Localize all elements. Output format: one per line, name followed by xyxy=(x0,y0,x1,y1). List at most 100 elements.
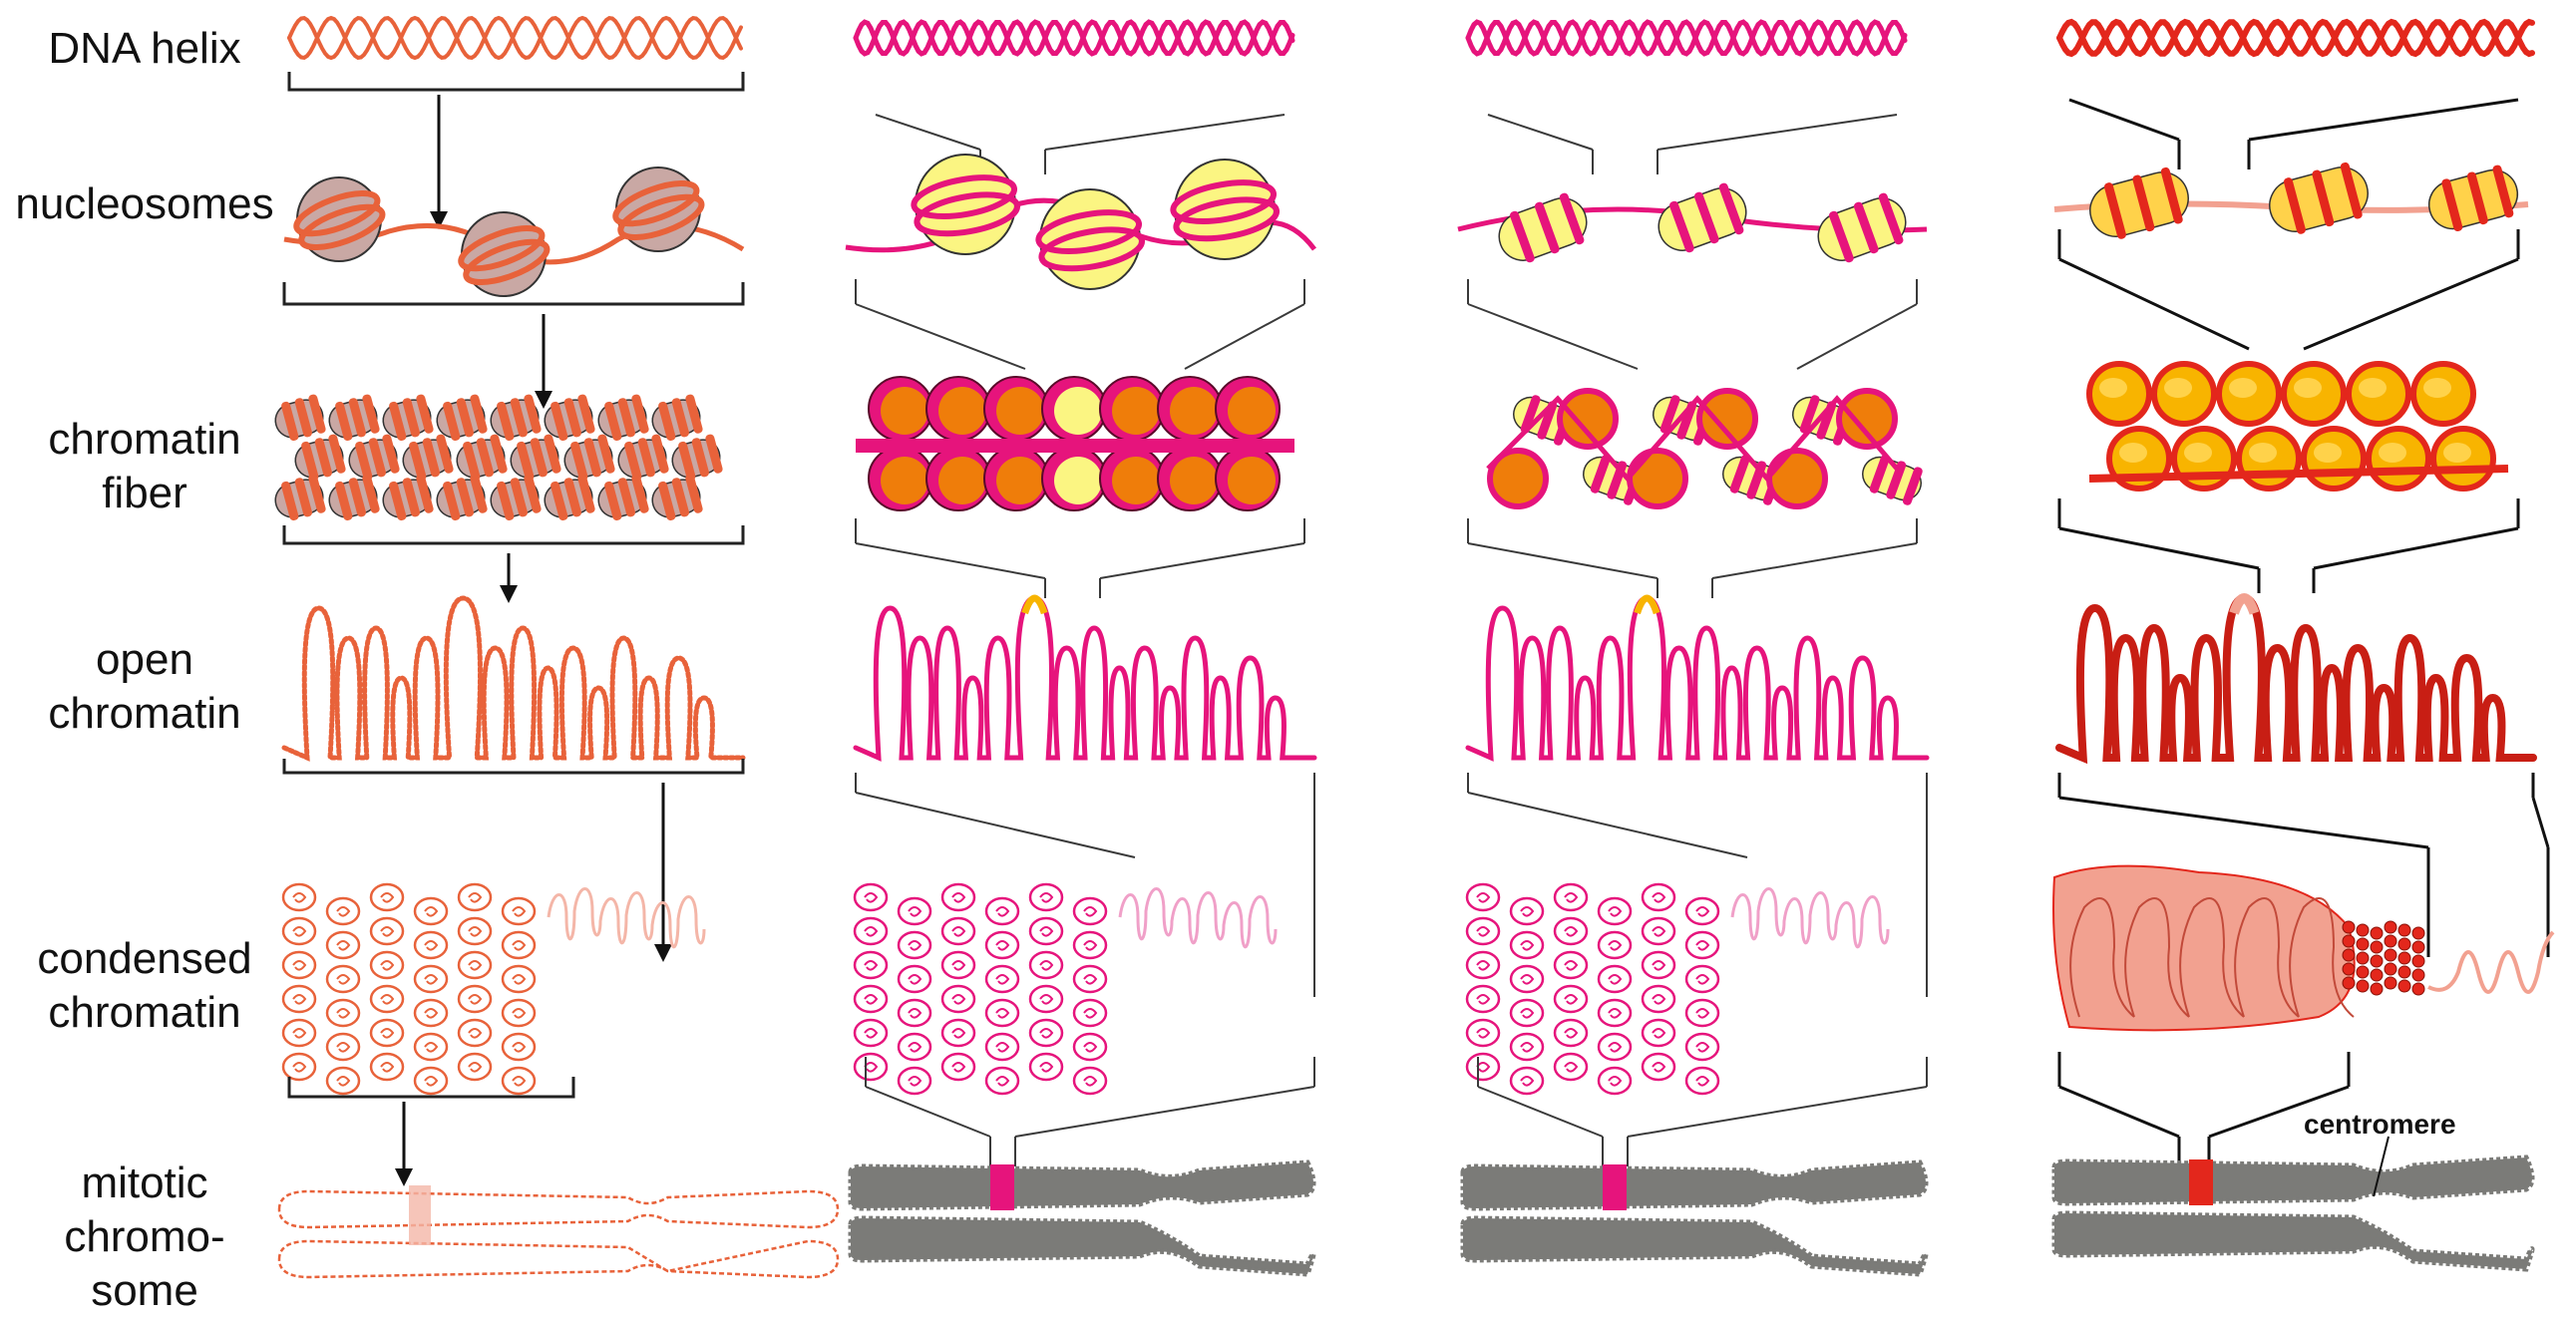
histone-core xyxy=(1170,457,1218,504)
chromatin-coil xyxy=(293,1063,305,1072)
fiber-bead xyxy=(2412,969,2424,981)
chromatin-loop xyxy=(899,898,930,924)
chromatid-2 xyxy=(1463,1218,1926,1274)
open-chromatin-fiber xyxy=(284,598,743,758)
fiber-bead xyxy=(2371,927,2383,939)
chromatin-coil xyxy=(1696,907,1708,916)
chromatin-coil xyxy=(952,995,964,1004)
fiber-bead xyxy=(2385,921,2396,933)
zoom-line xyxy=(1488,115,1593,150)
nucleosome xyxy=(560,433,617,484)
dna-helix xyxy=(2059,22,2532,54)
chromatin-loop xyxy=(503,966,535,992)
chromatin-loop xyxy=(942,1020,974,1046)
chromatin-loop xyxy=(503,1068,535,1094)
chromatin-loop xyxy=(1467,952,1499,978)
fiber-bead xyxy=(2371,969,2383,981)
fiber-bead xyxy=(2398,924,2410,936)
chromatin-coil xyxy=(1084,975,1096,984)
chromatin-coil xyxy=(1521,907,1533,916)
nucleosome xyxy=(453,433,510,484)
nucleosome xyxy=(1035,189,1145,289)
condensed-chromatin xyxy=(283,884,704,1094)
histone-core xyxy=(1054,387,1102,435)
chromatin-loop-path xyxy=(856,598,1314,758)
fiber-bead xyxy=(2371,941,2383,953)
chromatin-coil xyxy=(1696,1077,1708,1086)
fiber-bead xyxy=(2412,927,2424,939)
chromatin-coil xyxy=(1521,1077,1533,1086)
chromatin-loop xyxy=(415,932,447,958)
chromatin-loop xyxy=(1467,986,1499,1012)
zoom-line xyxy=(866,1087,990,1137)
chromatin-coil xyxy=(293,961,305,970)
chromatin-loop xyxy=(1555,918,1587,944)
chromatin-loop xyxy=(1074,1034,1106,1060)
chromatin-loop xyxy=(855,1054,887,1080)
zoom-line xyxy=(1100,543,1304,578)
histone-highlight xyxy=(2443,443,2471,463)
nucleosome xyxy=(487,473,544,523)
chromatin-loop xyxy=(1467,1020,1499,1046)
centromere-label: centromere xyxy=(2304,1109,2456,1141)
nucleosome xyxy=(291,433,348,484)
chromatin-loop xyxy=(942,986,974,1012)
chromatin-loop xyxy=(1074,898,1106,924)
chromatin-loop xyxy=(1599,1034,1631,1060)
chromatin-loop xyxy=(1074,1068,1106,1094)
chromatin-loop xyxy=(503,898,535,924)
chromatin-coil xyxy=(425,941,437,950)
zoom-line xyxy=(1657,115,1897,150)
chromatin-loop xyxy=(1555,1054,1587,1080)
chromatin-coil xyxy=(337,1077,349,1086)
chromatin-coil xyxy=(909,1009,920,1018)
chromatin-coil xyxy=(909,975,920,984)
chromatin-loop xyxy=(371,986,403,1012)
fiber-bead xyxy=(2371,983,2383,995)
fiber-bead xyxy=(2398,952,2410,964)
chromatin-coil xyxy=(1084,907,1096,916)
chromatin-coil xyxy=(1653,961,1664,970)
nucleosome xyxy=(1491,188,1594,270)
zoom-line xyxy=(1045,115,1285,150)
fiber-bead xyxy=(2385,935,2396,947)
chromatin-loop xyxy=(855,884,887,910)
zoom-line xyxy=(876,115,980,150)
chromatid-1 xyxy=(1463,1162,1926,1208)
dna-helix xyxy=(1468,22,1905,54)
nucleosome xyxy=(379,473,436,523)
nucleosome xyxy=(507,433,563,484)
histone-highlight xyxy=(2119,443,2147,463)
zoom-line xyxy=(2059,798,2428,847)
chromatin-loop xyxy=(1686,966,1718,992)
histone-core xyxy=(938,387,986,435)
chromatin-coil xyxy=(1565,995,1577,1004)
chromatin-coil xyxy=(1084,941,1096,950)
zoom-line xyxy=(2314,528,2518,568)
fiber-bead xyxy=(2371,955,2383,967)
zoom-line xyxy=(2059,528,2259,568)
chromatin-loop xyxy=(327,966,359,992)
chromatin-coil xyxy=(381,1029,393,1038)
dna-helix xyxy=(289,18,741,58)
nucleosome xyxy=(541,473,597,523)
nucleosome xyxy=(648,473,705,523)
chromatin-coil xyxy=(996,907,1008,916)
highlighted-segment xyxy=(1025,598,1045,613)
nucleosome xyxy=(399,433,456,484)
mitotic-chromosome-sketch xyxy=(279,1185,838,1277)
chromatin-loop xyxy=(1511,898,1543,924)
chromatin-coil xyxy=(1084,1009,1096,1018)
highlighted-segment xyxy=(2234,598,2255,613)
column-sketch xyxy=(271,18,838,1277)
chromatin-loop xyxy=(986,1034,1018,1060)
chromatin-loop xyxy=(371,884,403,910)
chromatin-coil xyxy=(425,1077,437,1086)
chromatin-loop xyxy=(1030,986,1062,1012)
chromatin-coil xyxy=(425,1009,437,1018)
chromatin-loop xyxy=(503,1000,535,1026)
chromatin-loop xyxy=(415,966,447,992)
chromatin-loop xyxy=(1643,918,1674,944)
chromatid-outline-2 xyxy=(279,1241,838,1277)
chromatin-coil xyxy=(1565,961,1577,970)
